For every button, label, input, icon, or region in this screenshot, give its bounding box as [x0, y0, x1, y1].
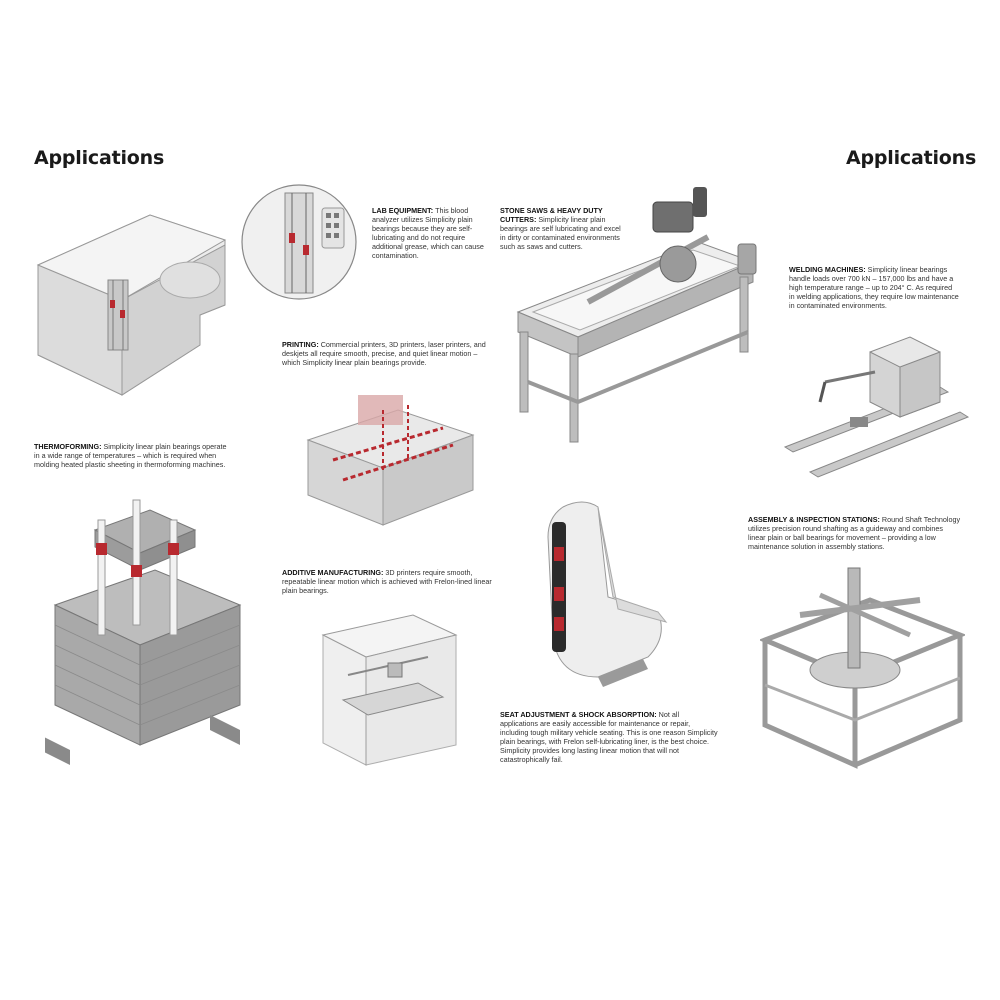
page-title-left: Applications — [34, 147, 165, 169]
lab-equipment-detail-illustration — [240, 183, 358, 301]
seat-illustration — [538, 497, 668, 692]
additive-3d-printer-illustration — [318, 605, 460, 770]
caption-heading: STONE SAWS & HEAVY DUTY CUTTERS: — [500, 206, 603, 224]
caption-heading: SEAT ADJUSTMENT & SHOCK ABSORPTION: — [500, 710, 659, 719]
caption-heading: ASSEMBLY & INSPECTION STATIONS: — [748, 515, 882, 524]
caption-seat: SEAT ADJUSTMENT & SHOCK ABSORPTION: Not … — [500, 710, 718, 764]
page-title-right: Applications — [846, 147, 977, 169]
caption-thermoforming: THERMOFORMING: Simplicity linear plain b… — [34, 442, 232, 470]
caption-heading: LAB EQUIPMENT: — [372, 206, 436, 215]
caption-stone-saws: STONE SAWS & HEAVY DUTY CUTTERS: Simplic… — [500, 206, 628, 252]
assembly-station-illustration — [760, 560, 965, 775]
caption-body: This blood analyzer utilizes Simplicity … — [372, 206, 484, 260]
caption-body: 3D printers require smooth, repeatable l… — [282, 568, 492, 595]
caption-heading: PRINTING: — [282, 340, 321, 349]
caption-body: Round Shaft Technology utilizes precisio… — [748, 515, 961, 551]
welding-machine-illustration — [780, 322, 970, 482]
caption-heading: ADDITIVE MANUFACTURING: — [282, 568, 386, 577]
caption-body: Not all applications are easily accessib… — [500, 710, 718, 764]
thermoforming-machine-illustration — [45, 495, 245, 770]
blood-analyzer-illustration — [30, 185, 230, 400]
caption-heading: THERMOFORMING: — [34, 442, 104, 451]
stone-saw-illustration — [508, 182, 778, 452]
caption-body: Simplicity linear bearings handle loads … — [789, 265, 959, 310]
caption-assembly: ASSEMBLY & INSPECTION STATIONS: Round Sh… — [748, 515, 962, 552]
caption-welding: WELDING MACHINES: Simplicity linear bear… — [789, 265, 959, 311]
caption-body: Commercial printers, 3D printers, laser … — [282, 340, 486, 367]
caption-additive: ADDITIVE MANUFACTURING: 3D printers requ… — [282, 568, 498, 596]
caption-lab-equipment: LAB EQUIPMENT: This blood analyzer utili… — [372, 206, 488, 260]
caption-heading: WELDING MACHINES: — [789, 265, 868, 274]
caption-body: Simplicity linear plain bearings are sel… — [500, 214, 621, 251]
caption-body: Simplicity linear plain bearings operate… — [34, 442, 227, 469]
printer-illustration — [303, 390, 478, 530]
caption-printing: PRINTING: Commercial printers, 3D printe… — [282, 340, 494, 368]
